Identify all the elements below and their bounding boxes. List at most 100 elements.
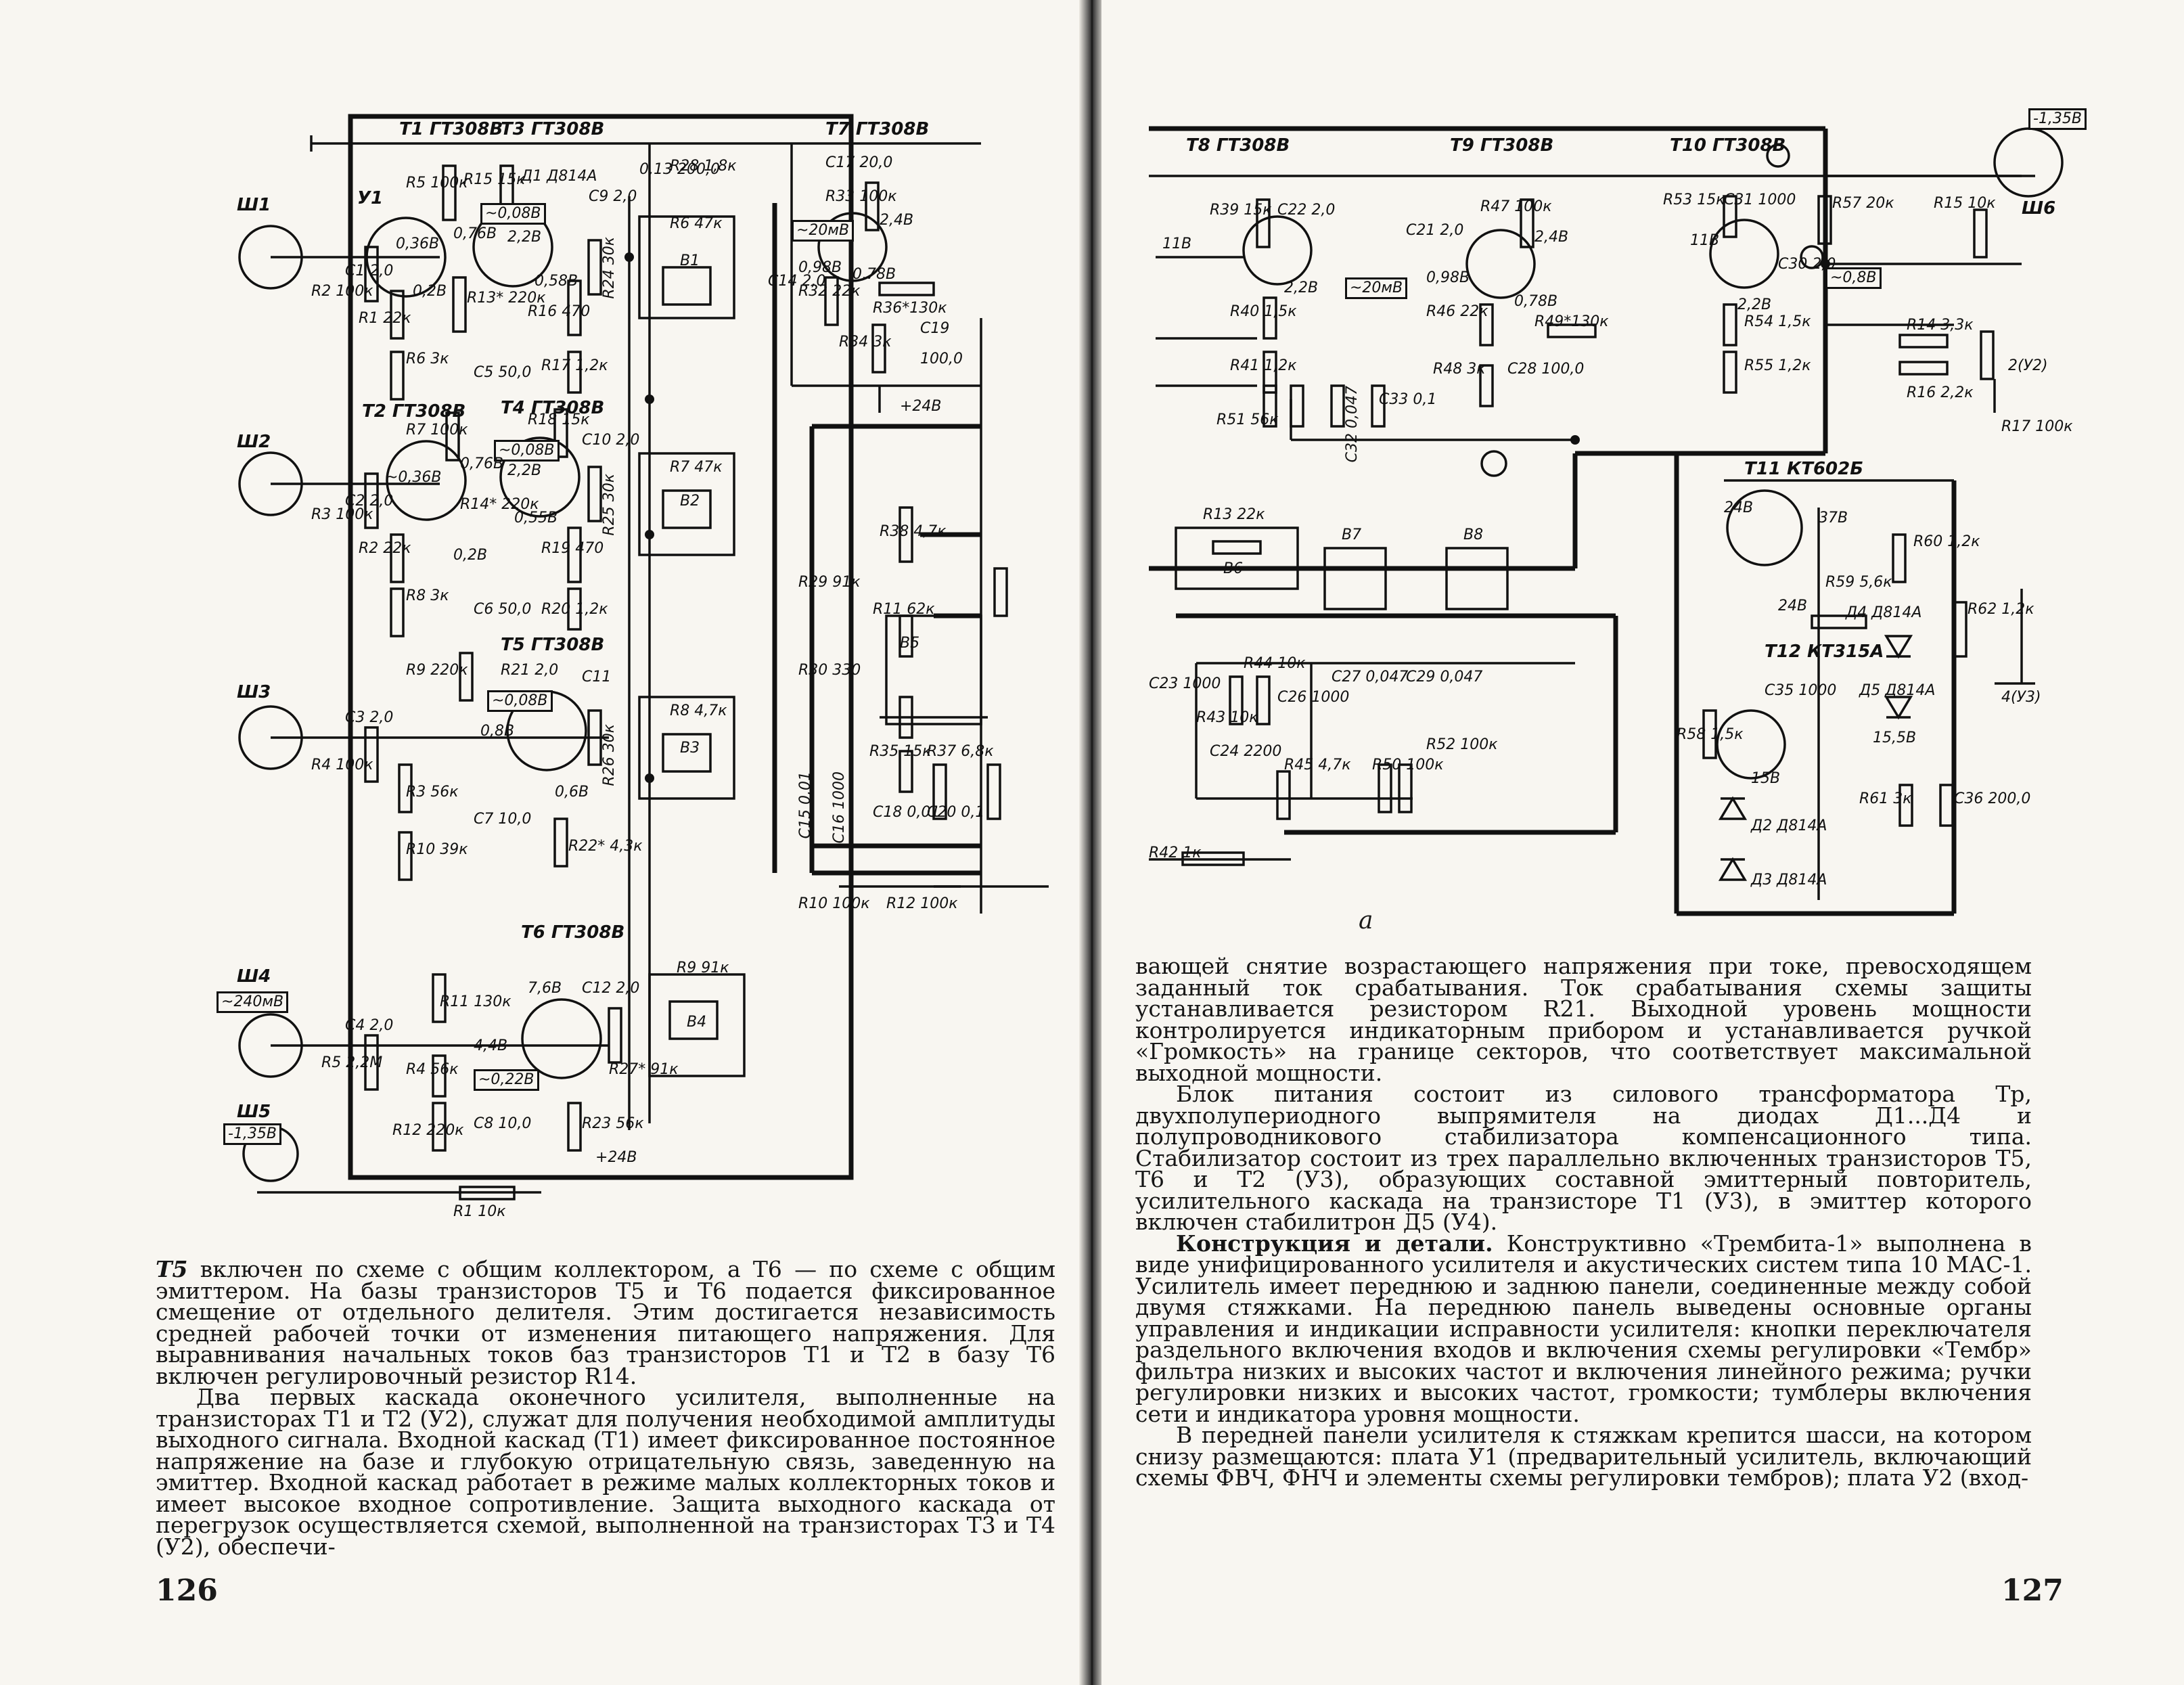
label-b5: В5 xyxy=(900,635,920,652)
label-c8: С8 10,0 xyxy=(474,1115,532,1132)
label-sh6: Ш6 xyxy=(2022,198,2056,219)
label-c19: С19 xyxy=(920,320,950,337)
label-r6b: R6 47к xyxy=(670,215,723,232)
label-r59: R59 5,6к xyxy=(1825,574,1892,591)
label-r20: R20 1,2к xyxy=(541,601,608,618)
label-r55: R55 1,2к xyxy=(1744,357,1811,374)
label-v098: 0,98В xyxy=(798,259,842,276)
label-p24b: +24В xyxy=(595,1149,637,1166)
label-sh5: Ш5 xyxy=(237,1102,271,1122)
label-c18: С18 0,01 xyxy=(873,804,940,821)
label-v-m20: ~20мВ xyxy=(792,220,855,242)
right-paragraph-4: В передней панели усилителя к стяжкам кр… xyxy=(1135,1422,2032,1491)
figure-label: а xyxy=(1359,907,1373,935)
label-c21: С21 2,0 xyxy=(1406,222,1464,239)
label-r32: R32 22к xyxy=(798,283,861,300)
label-r8b: R8 4,7к xyxy=(670,702,727,719)
label-r21: R21 2,0 xyxy=(501,662,559,679)
label-c13: 0,13 200,0 xyxy=(639,161,720,178)
label-r15: R15 10к xyxy=(1934,195,1996,212)
right-paragraph-3: Конструкция и детали. Конструктивно «Тре… xyxy=(1135,1230,2032,1427)
label-v-m36: ~0,36В xyxy=(386,469,442,486)
label-c30: С30 2,0 xyxy=(1778,256,1836,273)
label-v078: 0,78В xyxy=(852,266,896,283)
label-sh2: Ш2 xyxy=(237,432,271,452)
label-r5: R5 100к xyxy=(406,175,468,192)
label-v076: 0,76В xyxy=(453,225,497,242)
label-v37: 37В xyxy=(1819,510,1848,526)
label-r51: R51 56к xyxy=(1216,411,1279,428)
label-v-m022: ~0,22В xyxy=(474,1069,539,1091)
label-t10: Т10 ГТ308В xyxy=(1670,135,1786,156)
label-v08: 0,8В xyxy=(480,723,515,740)
label-r38: R38 4,7к xyxy=(880,523,947,540)
label-r34: R34 3к xyxy=(839,334,892,351)
schematic-right: Т8 ГТ308В Т9 ГТ308В Т10 ГТ308В -1,35В R3… xyxy=(1142,102,2130,954)
label-c7: С7 10,0 xyxy=(474,811,532,828)
label-r-v-m20: ~20мВ xyxy=(1345,277,1408,299)
label-v036: 0,36В xyxy=(396,235,440,252)
label-d1: Д1 Д814А xyxy=(521,168,597,185)
label-r30: R30 330 xyxy=(798,662,861,679)
label-v15: 15В xyxy=(1751,770,1781,787)
label-b3: В3 xyxy=(680,740,700,757)
label-c35: С35 1000 xyxy=(1765,682,1837,699)
label-r13: R13 22к xyxy=(1203,506,1265,523)
label-v22: 2,2В xyxy=(1284,279,1319,296)
label-r44: R44 10к xyxy=(1244,655,1306,672)
label-t8: Т8 ГТ308В xyxy=(1186,135,1290,156)
label-v155: 15,5В xyxy=(1873,729,1917,746)
label-r43: R43 10к xyxy=(1196,709,1258,726)
label-d3: Д3 Д814А xyxy=(1751,872,1827,889)
label-r40: R40 1,5к xyxy=(1230,303,1297,320)
label-v44: 4,4В xyxy=(474,1037,508,1054)
label-b7: В7 xyxy=(1342,526,1362,543)
left-paragraph-1: Т5 включен по схеме с общим коллектором,… xyxy=(156,1256,1055,1389)
label-v-m008c: ~0,08В xyxy=(487,690,553,712)
label-r3b: R3 56к xyxy=(406,784,459,801)
label-r46: R46 22к xyxy=(1426,303,1488,320)
label-r7: R7 100к xyxy=(406,422,468,439)
label-r60: R60 1,2к xyxy=(1913,533,1980,550)
label-r17: R17 100к xyxy=(2001,418,2073,435)
label-t7: Т7 ГТ308В xyxy=(825,119,930,139)
label-c5: С5 50,0 xyxy=(474,364,532,381)
label-r42: R42 1к xyxy=(1149,845,1202,861)
label-d4: Д4 Д814А xyxy=(1846,604,1922,621)
label-r50: R50 100к xyxy=(1372,757,1444,773)
label-d2: Д2 Д814А xyxy=(1751,817,1827,834)
label-c9: С9 2,0 xyxy=(589,188,637,205)
label-r41: R41 1,2к xyxy=(1230,357,1297,374)
label-v055: 0,55В xyxy=(514,510,558,526)
label-r8: R8 3к xyxy=(406,587,449,604)
label-c22: С22 2,0 xyxy=(1277,202,1336,219)
label-r3: R3 100к xyxy=(311,506,373,523)
label-c4: С4 2,0 xyxy=(345,1017,394,1034)
label-r19: R19 470 xyxy=(541,540,604,557)
label-r54: R54 1,5к xyxy=(1744,313,1811,330)
label-r14: R14 3,3к xyxy=(1907,317,1974,334)
schematic-left: Т1 ГТ308В Т3 ГТ308В Т7 ГТ308В У1 Ш1 R5 1… xyxy=(203,102,1083,1219)
label-r58: R58 1,5к xyxy=(1677,726,1744,743)
label-y2: 2(У2) xyxy=(2008,357,2048,374)
label-d5: Д5 Д814А xyxy=(1859,682,1936,699)
label-b8: В8 xyxy=(1463,526,1484,543)
label-c36: С36 200,0 xyxy=(1954,790,2031,807)
label-t9: Т9 ГТ308В xyxy=(1450,135,1554,156)
label-v-m240: ~240мВ xyxy=(217,991,289,1013)
label-v76: 7,6В xyxy=(528,980,562,997)
label-r47: R47 100к xyxy=(1480,198,1552,215)
right-body-text: вающей снятие возрастающего напряжения п… xyxy=(1135,955,2032,1491)
label-c3: С3 2,0 xyxy=(345,709,394,726)
label-t3: Т3 ГТ308В xyxy=(501,119,605,139)
label-c12: С12 2,0 xyxy=(582,980,640,997)
label-r5b: R5 2,2М xyxy=(321,1054,383,1071)
label-r6: R6 3к xyxy=(406,351,449,367)
label-r61: R61 3к xyxy=(1859,790,1912,807)
page-number-left: 126 xyxy=(156,1573,218,1608)
label-r49: R49*130к xyxy=(1534,313,1609,330)
label-r-v-m08: ~0,8В xyxy=(1825,267,1882,289)
label-r10b: R10 100к xyxy=(798,895,870,912)
label-r15: R15 15к xyxy=(463,171,526,188)
label-c24: С24 2200 xyxy=(1210,743,1282,760)
